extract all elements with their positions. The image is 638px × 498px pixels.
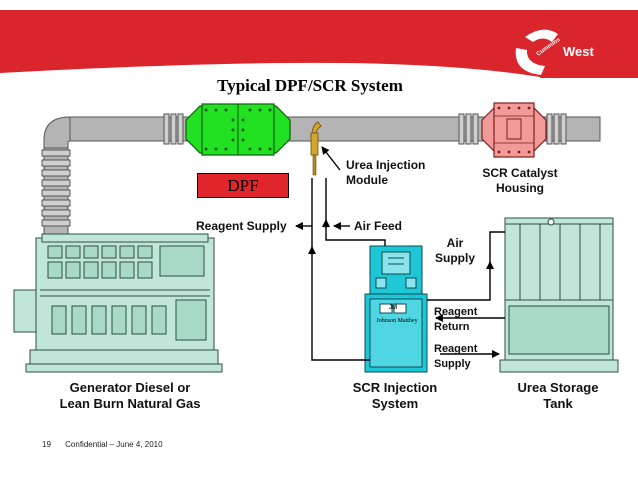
air-supply-label: Air Supply <box>430 236 480 266</box>
scr-catalyst-line1: SCR Catalyst <box>482 166 558 180</box>
urea-storage-line1: Urea Storage <box>517 380 599 395</box>
air-feed-label: Air Feed <box>354 219 403 233</box>
dpf-label: DPF <box>227 176 259 195</box>
generator-label: Generator Diesel or Lean Burn Natural Ga… <box>30 380 230 412</box>
air-supply-line2: Supply <box>434 251 475 265</box>
reagent-supply-label: Reagent Supply <box>196 219 287 233</box>
urea-storage-line2: Tank <box>543 396 573 411</box>
scr-injection-line1: SCR Injection <box>352 380 438 395</box>
johnson-matthey-label: Johnson Matthey <box>376 318 418 324</box>
reagent-supply-tank-label: Reagent Supply <box>434 342 484 372</box>
generator-line1: Generator Diesel or <box>69 380 191 395</box>
flow-lines <box>295 178 505 361</box>
scr-catalyst-housing-label: SCR Catalyst Housing <box>470 166 570 196</box>
jm-logo: JM <box>388 305 398 311</box>
slide-title: Typical DPF/SCR System <box>217 76 403 95</box>
reagent-return-line2: Return <box>434 321 470 333</box>
air-supply-line1: Air <box>446 236 464 250</box>
reagent-return-line1: Reagent <box>434 306 478 318</box>
dpf-label-box <box>197 173 289 198</box>
dpf-housing <box>185 103 291 156</box>
scr-injection-cabinet <box>364 245 428 373</box>
scr-catalyst-housing <box>481 102 547 158</box>
reagent-return-label: Reagent Return <box>434 305 484 335</box>
generator-engine <box>13 233 223 373</box>
urea-injection-module-label: Urea Injection Module <box>346 158 456 188</box>
brand-label: West <box>563 44 594 59</box>
urea-storage-tank-label: Urea Storage Tank <box>505 380 611 412</box>
header-banner <box>0 10 638 79</box>
confidential-note: Confidential – June 4, 2010 <box>65 440 163 449</box>
reagent-supply-tank-line2: Supply <box>434 358 471 370</box>
urea-injection-nozzle <box>310 121 341 176</box>
generator-line2: Lean Burn Natural Gas <box>59 396 201 411</box>
scr-injection-line2: System <box>371 396 419 411</box>
urea-injection-module-line2: Module <box>346 173 388 187</box>
page-number: 19 <box>42 440 51 449</box>
bellows <box>41 149 71 227</box>
urea-injection-module-line1: Urea Injection <box>346 158 426 172</box>
scr-injection-system-label: SCR Injection System <box>345 380 445 412</box>
slide-footer: 19 Confidential – June 4, 2010 <box>42 440 175 449</box>
scr-catalyst-line2: Housing <box>496 181 544 195</box>
urea-storage-tank <box>499 217 619 373</box>
reagent-supply-tank-line1: Reagent <box>434 343 478 355</box>
